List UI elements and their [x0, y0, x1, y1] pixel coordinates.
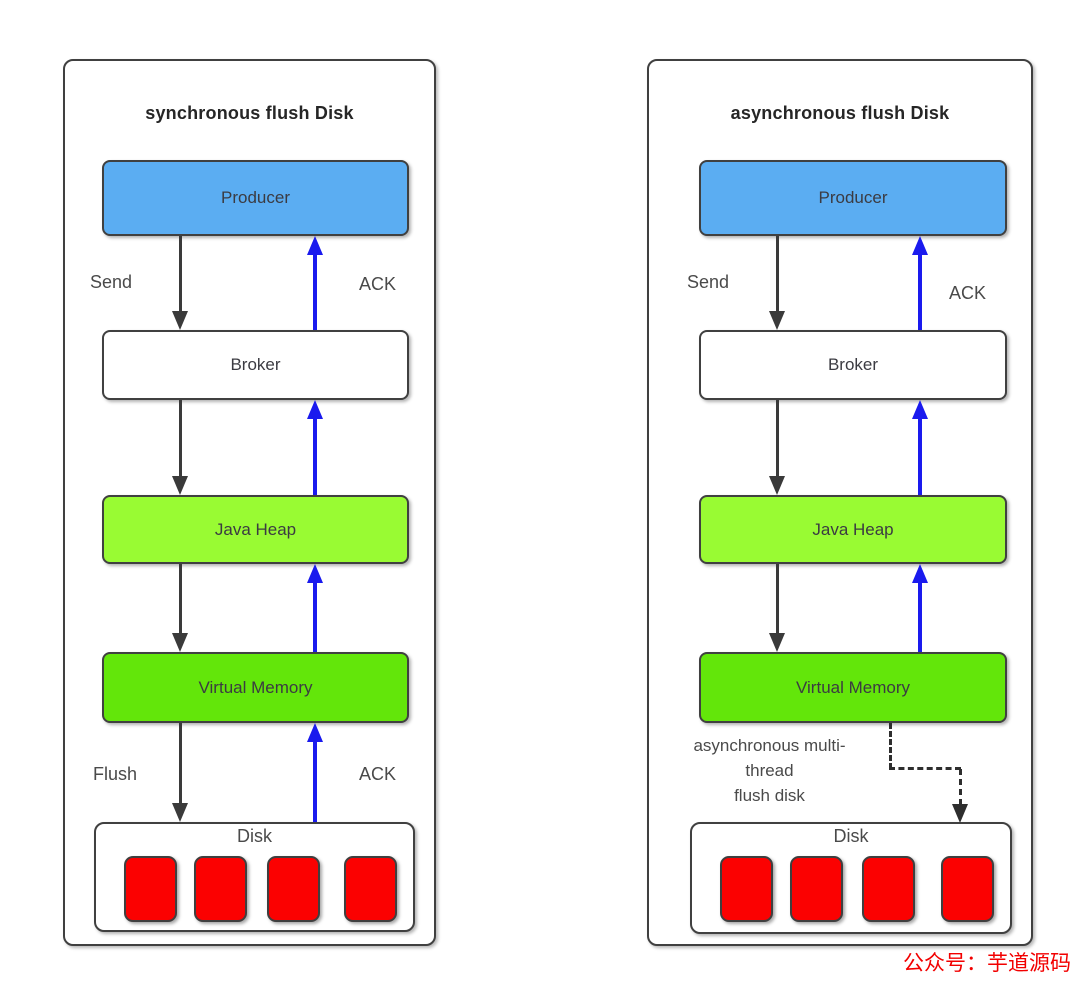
virtual-memory-label: Virtual Memory [198, 677, 313, 697]
ack-arrow-vmem-to-javaheap [912, 564, 928, 652]
arrow-shaft [918, 419, 922, 495]
arrow-shaft [775, 236, 779, 311]
arrow-shaft [313, 419, 317, 495]
async-flush-note-line: flush disk [734, 786, 805, 805]
flow-arrow-broker-to-javaheap [172, 400, 188, 495]
arrow-up-icon [912, 564, 928, 583]
producer-label: Producer [221, 188, 290, 207]
async-dashed-connector [889, 767, 961, 770]
ack-top-label: ACK [949, 283, 987, 303]
async-flush-note-line: asynchronous multi- [693, 736, 846, 755]
arrow-down-icon [769, 633, 785, 652]
panel-title: synchronous flush Disk [145, 103, 354, 123]
ack-arrow-javaheap-to-broker [307, 400, 323, 495]
arrow-shaft [313, 742, 317, 822]
ack-arrow-broker-to-producer [307, 236, 323, 330]
ack-arrow-broker-to-producer [912, 236, 928, 330]
flow-arrow-producer-to-broker [172, 236, 188, 330]
broker-node: Broker [699, 330, 1007, 400]
java-heap-label: Java Heap [812, 519, 894, 539]
arrow-shaft [178, 236, 182, 311]
ack-arrow-javaheap-to-broker [912, 400, 928, 495]
arrow-shaft [918, 583, 922, 652]
arrow-up-icon [307, 564, 323, 583]
ack-arrow-vmem-to-javaheap [307, 564, 323, 652]
arrow-shaft [313, 583, 317, 652]
disk-label: Disk [237, 826, 272, 846]
arrow-shaft [178, 400, 182, 476]
disk-block-icon [194, 856, 247, 922]
arrow-down-icon [769, 476, 785, 495]
virtual-memory-node: Virtual Memory [699, 652, 1007, 723]
producer-node: Producer [102, 160, 409, 236]
send-label: Send [90, 272, 133, 292]
virtual-memory-node: Virtual Memory [102, 652, 409, 723]
arrow-down-icon [769, 311, 785, 330]
async-flush-note-line: thread [745, 761, 794, 780]
broker-node: Broker [102, 330, 409, 400]
arrow-up-icon [912, 236, 928, 255]
virtual-memory-label: Virtual Memory [796, 677, 910, 697]
ack-top-label: ACK [359, 274, 397, 294]
arrow-down-icon [172, 633, 188, 652]
arrow-up-icon [307, 723, 323, 742]
sync-flush-panel: synchronous flush Disk Producer Broker J… [63, 59, 436, 946]
panel-title: asynchronous flush Disk [730, 103, 950, 123]
disk-label: Disk [833, 826, 869, 846]
arrow-shaft [775, 564, 779, 633]
arrow-down-icon [172, 311, 188, 330]
arrow-down-icon [172, 476, 188, 495]
disk-block-icon [344, 856, 397, 922]
disk-block-icon [720, 856, 773, 922]
arrow-up-icon [307, 400, 323, 419]
broker-label: Broker [230, 355, 281, 374]
producer-label: Producer [818, 188, 888, 207]
disk-block-icon [267, 856, 320, 922]
flush-label: Flush [93, 764, 138, 784]
arrow-shaft [178, 723, 182, 803]
send-label: Send [687, 272, 730, 292]
async-dashed-connector [889, 723, 892, 769]
arrow-down-icon [172, 803, 188, 822]
ack-bottom-label: ACK [359, 764, 397, 784]
java-heap-node: Java Heap [102, 495, 409, 564]
producer-node: Producer [699, 160, 1007, 236]
java-heap-node: Java Heap [699, 495, 1007, 564]
async-dashed-connector [959, 769, 962, 805]
flow-arrow-broker-to-javaheap [769, 400, 785, 495]
arrow-shaft [918, 255, 922, 330]
disk-block-icon [790, 856, 843, 922]
arrow-down-icon [952, 804, 968, 823]
disk-block-icon [124, 856, 177, 922]
broker-label: Broker [827, 355, 879, 374]
disk-node: Disk [690, 822, 1012, 934]
watermark-text: 公众号：芋道源码 [903, 951, 1071, 975]
flow-arrow-javaheap-to-vmem [172, 564, 188, 652]
async-flush-panel: asynchronous flush Disk Producer Broker … [647, 59, 1033, 946]
flow-arrow-javaheap-to-vmem [769, 564, 785, 652]
ack-arrow-disk-to-vmem [307, 723, 323, 822]
arrow-up-icon [912, 400, 928, 419]
java-heap-label: Java Heap [214, 519, 297, 539]
arrow-shaft [775, 400, 779, 476]
flow-arrow-producer-to-broker [769, 236, 785, 330]
arrow-shaft [313, 255, 317, 330]
disk-block-icon [941, 856, 994, 922]
arrow-up-icon [307, 236, 323, 255]
flow-arrow-vmem-to-disk [172, 723, 188, 822]
arrow-shaft [178, 564, 182, 633]
async-flush-note: asynchronous multi- thread flush disk [667, 733, 872, 808]
disk-block-icon [862, 856, 915, 922]
disk-node: Disk [94, 822, 415, 932]
